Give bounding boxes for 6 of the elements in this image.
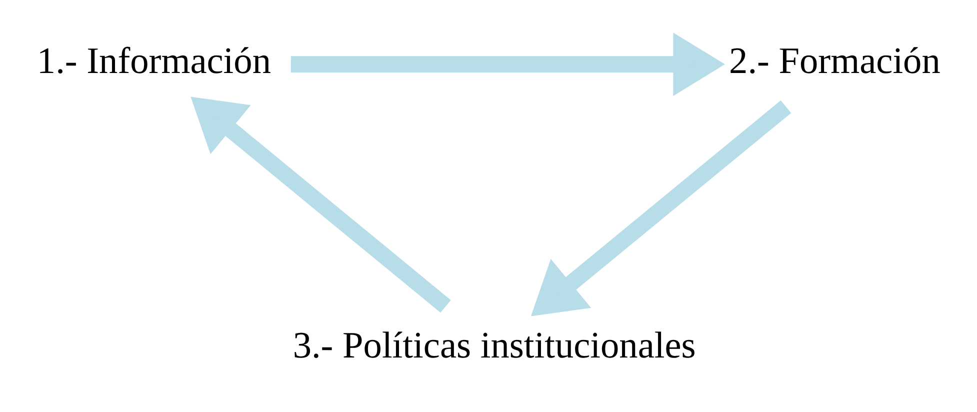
node-text: 2.- Formación	[729, 40, 940, 82]
node-text: 1.- Información	[36, 40, 271, 82]
arrow	[530, 100, 792, 316]
node-text: 3.- Políticas institucionales	[292, 325, 696, 366]
arrow	[290, 32, 725, 96]
arrow	[190, 96, 451, 312]
